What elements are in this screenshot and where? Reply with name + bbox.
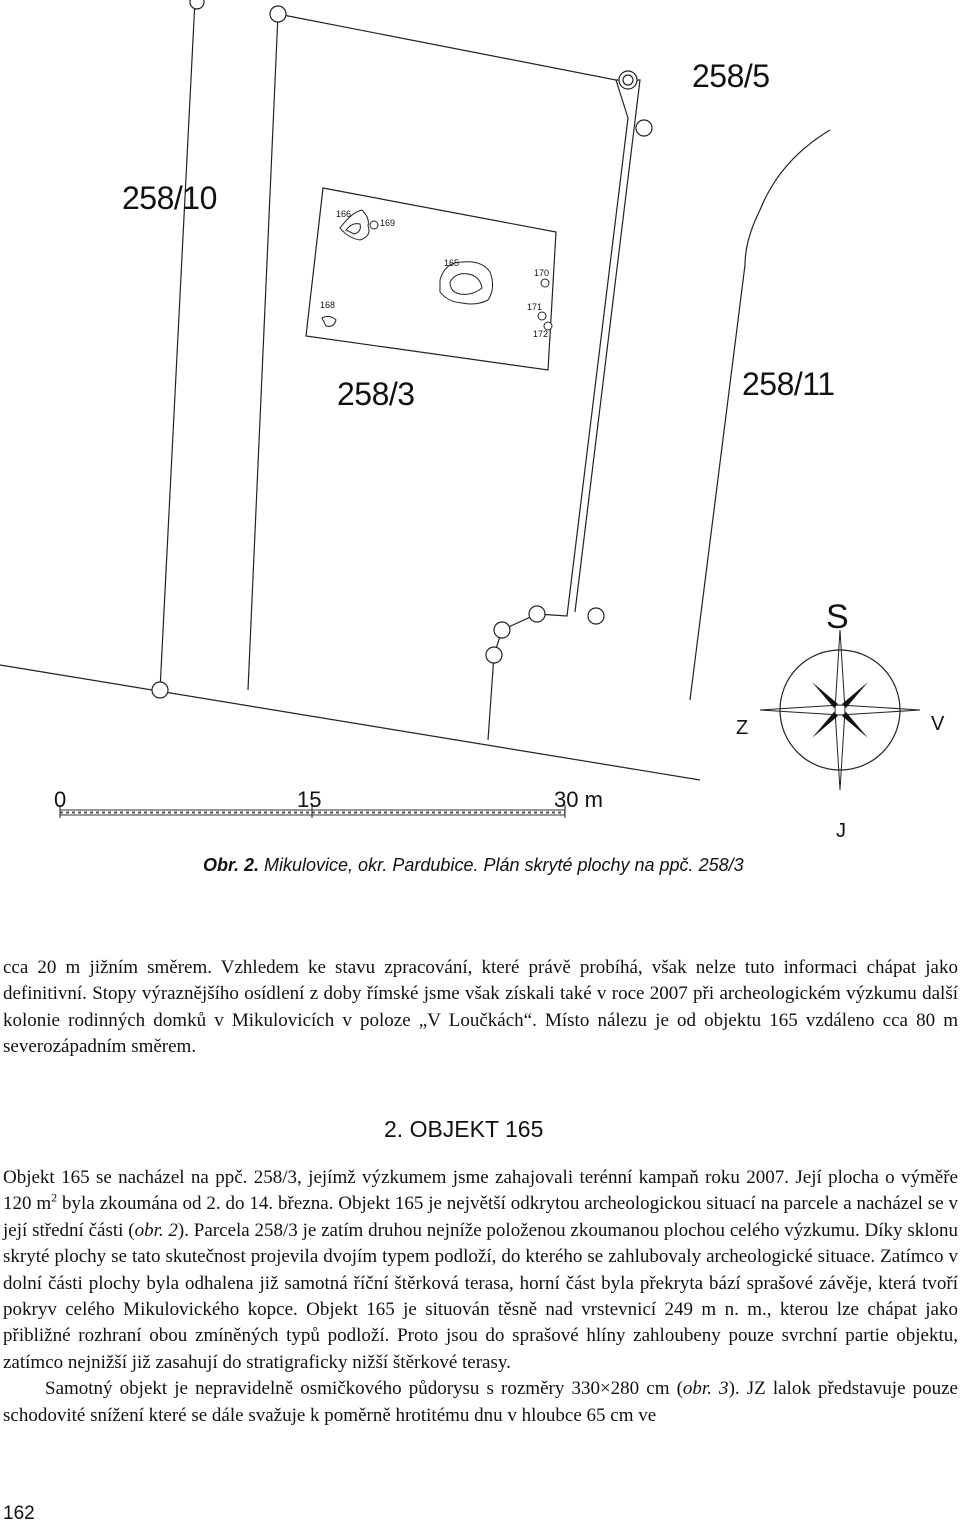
object-label-171: 171 [527, 302, 543, 312]
survey-point [635, 119, 653, 137]
section-heading: 2. OBJEKT 165 [384, 1116, 544, 1142]
paragraph-1: cca 20 m jižním směrem. Vzhledem ke stav… [3, 957, 958, 1058]
survey-point [493, 621, 511, 639]
compass-south-label: J [836, 820, 846, 842]
parcel-label-258-5: 258/5 [692, 58, 770, 94]
object-label-165: 165 [444, 258, 460, 268]
feature-171 [537, 311, 547, 321]
caption-label: Obr. 2. [203, 855, 260, 875]
survey-point [587, 607, 605, 625]
page-number: 162 [3, 1503, 35, 1524]
compass-rose [759, 629, 921, 791]
object-label-170: 170 [534, 268, 550, 278]
site-plan [0, 0, 921, 840]
compass-north-label: S [826, 598, 849, 636]
boundary-west [159, 0, 196, 691]
boundary-bottom [0, 664, 701, 781]
compass-east-label: V [931, 713, 945, 735]
parcel-line-top [247, 13, 279, 691]
scale-bar [59, 805, 566, 818]
paragraph-2: Objekt 165 se nacházel na ppč. 258/3, je… [3, 1167, 959, 1373]
parcel-label-258-3: 258/3 [337, 376, 415, 412]
object-label-166: 166 [336, 209, 352, 219]
feature-165-inner [449, 273, 483, 295]
figure-ref-3: obr. 3 [682, 1378, 729, 1400]
boundary-east-outer [200, 14, 278, 840]
excavation-area [305, 187, 557, 371]
object-label-169: 169 [380, 218, 396, 228]
parcel-label-258-11: 258/11 [742, 366, 835, 402]
compass-west-label: Z [736, 717, 749, 739]
feature-166-inner [345, 223, 361, 235]
caption-text: Mikulovice, okr. Pardubice. Plán skryté … [259, 855, 744, 875]
superscript-2: 2 [51, 1191, 58, 1206]
parcel-inner-line [574, 79, 641, 613]
body-text-1: cca 20 m jižním směrem. Vzhledem ke stav… [3, 955, 958, 1061]
survey-point [485, 646, 503, 664]
feature-168 [321, 315, 337, 327]
scale-label-mid: 15 [297, 787, 322, 812]
survey-point [528, 605, 546, 623]
body-text-2: Objekt 165 se nacházel na ppč. 258/3, je… [3, 1165, 958, 1429]
feature-172 [543, 321, 553, 331]
paragraph-3: Samotný objekt je nepravidelně osmičkové… [3, 1378, 958, 1426]
survey-point [189, 0, 205, 10]
survey-point [151, 681, 169, 699]
scale-label-zero: 0 [54, 787, 67, 812]
object-label-168: 168 [320, 300, 336, 310]
feature-169 [369, 220, 379, 230]
survey-point [269, 5, 287, 23]
parcel-outline [277, 13, 629, 741]
feature-170 [540, 278, 550, 288]
scale-label-end: 30 m [554, 787, 603, 812]
object-label-172: 172 [533, 329, 549, 339]
parcel-label-258-10: 258/10 [122, 180, 217, 216]
figure-ref-2: obr. 2 [134, 1219, 178, 1241]
road-edge [689, 129, 831, 701]
survey-point [622, 74, 634, 86]
figure-caption: Obr. 2. Mikulovice, okr. Pardubice. Plán… [203, 855, 744, 876]
